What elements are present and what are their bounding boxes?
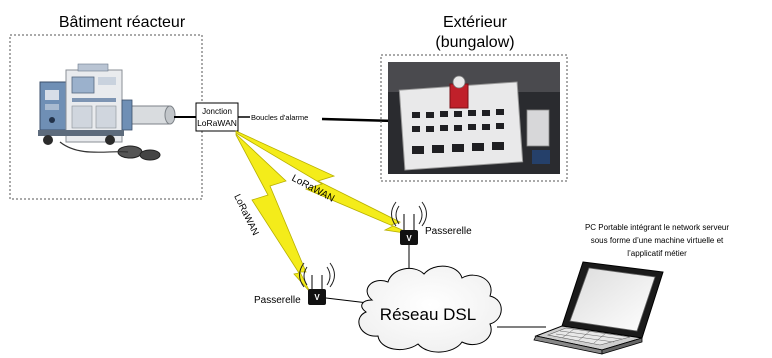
gateway-left-label: Passerelle	[254, 295, 301, 306]
gateway-left-network-link	[325, 297, 369, 304]
reactor-equipment-image	[38, 63, 176, 161]
exterior-title-line1: Extérieur	[443, 14, 508, 31]
pc-label-line3: l’applicatif métier	[627, 249, 687, 258]
dsl-network-cloud	[358, 265, 502, 353]
reactor-building-title: Bâtiment réacteur	[59, 14, 186, 31]
gateway-right: V	[391, 201, 427, 245]
exterior-box	[380, 54, 568, 182]
gateway-right-label: Passerelle	[425, 226, 472, 237]
gateway-right-badge: V	[406, 234, 412, 243]
laptop-icon	[533, 261, 664, 355]
gateway-left: V	[299, 262, 335, 305]
pc-label-line1: PC Portable intégrant le network serveur	[585, 223, 729, 232]
lorawan-junction-box	[195, 102, 239, 132]
dsl-network-label: Réseau DSL	[380, 305, 476, 324]
alarm-panel-image	[388, 62, 560, 174]
alarm-loops-label: Boucles d'alarme	[251, 113, 308, 122]
gateway-left-badge: V	[314, 293, 320, 302]
pc-label-line2: sous forme d’une machine virtuelle et	[591, 236, 724, 245]
exterior-title-line2: (bungalow)	[435, 34, 514, 51]
junction-label-line2: LoRaWAN	[197, 118, 237, 128]
lorawan-lightning-right	[235, 130, 412, 235]
alarm-loops-line	[321, 117, 398, 123]
junction-label-line1: Jonction	[202, 107, 232, 116]
